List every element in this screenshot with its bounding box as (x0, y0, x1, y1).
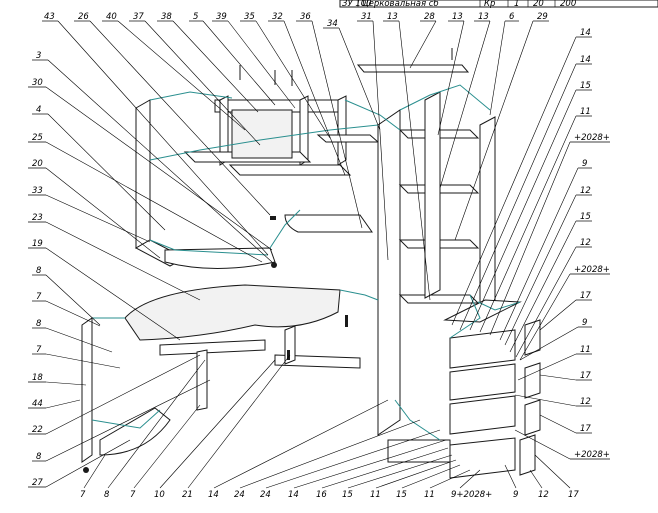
callout-b24b: 24 (260, 490, 271, 500)
callout-36: 36 (300, 12, 311, 22)
header-cell-5: 20 (533, 0, 544, 9)
callout-b24a: 24 (234, 490, 245, 500)
callout-28: 28 (424, 12, 435, 22)
header-cell-6: 200 (560, 0, 576, 9)
callout-7b: 7 (36, 345, 42, 355)
callout-12b: 12 (580, 238, 591, 248)
left-side-panel (134, 99, 187, 267)
callout-13a: 13 (387, 12, 398, 22)
callout-2028b: +2028+ (574, 265, 610, 275)
callout-32: 32 (272, 12, 283, 22)
callout-5: 5 (193, 12, 198, 22)
left-leg-panel (81, 317, 171, 463)
callout-15b: 15 (580, 212, 591, 222)
header-cell-2: Церковальная сб (362, 0, 439, 9)
callout-37: 37 (133, 12, 144, 22)
callout-2028c: +2028+ (574, 450, 610, 460)
callout-11b: 11 (580, 345, 591, 355)
callout-7a: 7 (36, 292, 42, 302)
callout-b9b: 9 (513, 490, 518, 500)
callout-b12: 12 (538, 490, 549, 500)
callout-17c: 17 (580, 424, 591, 434)
callout-3: 3 (36, 51, 41, 61)
callout-b8: 8 (104, 490, 110, 500)
callout-20: 20 (32, 159, 43, 169)
callout-4: 4 (36, 105, 41, 115)
callout-38: 38 (161, 12, 172, 22)
callout-13c: 13 (478, 12, 489, 22)
callout-31: 31 (361, 12, 372, 22)
header-cell-3: Кр (484, 0, 495, 9)
callout-26: 26 (78, 12, 89, 22)
callout-43: 43 (44, 12, 55, 22)
callout-labels: 43 26 40 37 38 5 39 35 32 36 34 31 13 28… (28, 12, 610, 500)
callout-15a: 15 (580, 81, 591, 91)
callout-11a: 11 (580, 107, 591, 117)
upper-shelf-unit (183, 95, 380, 176)
callout-39: 39 (216, 12, 227, 22)
callout-b11b: 11 (424, 490, 435, 500)
header-cell-4: 1 (514, 0, 519, 9)
header-cell-1: ЗУ 100 (342, 0, 372, 9)
callout-29: 29 (537, 12, 548, 22)
callout-18: 18 (32, 373, 43, 383)
callout-14a: 14 (580, 28, 591, 38)
callout-12c: 12 (580, 397, 591, 407)
callout-27: 27 (32, 478, 43, 488)
callout-40: 40 (106, 12, 117, 22)
callout-2028a: +2028+ (574, 133, 610, 143)
callout-19: 19 (32, 239, 43, 249)
callout-b15b: 15 (396, 490, 407, 500)
callout-30: 30 (32, 78, 43, 88)
callout-b9: 9+2028+ (451, 490, 492, 500)
callout-b10: 10 (154, 490, 165, 500)
callout-14b: 14 (580, 55, 591, 65)
callout-b14: 14 (208, 490, 219, 500)
callout-b14b: 14 (288, 490, 299, 500)
callout-b7b: 7 (130, 490, 136, 500)
title-block-fragment: ЗУ 100 Церковальная сб Кр 1 20 200 (339, 0, 658, 9)
callout-8b: 8 (36, 319, 42, 329)
callout-35: 35 (244, 12, 255, 22)
callout-33: 33 (32, 186, 43, 196)
callout-12a: 12 (580, 186, 591, 196)
callout-44: 44 (32, 399, 43, 409)
drawer-pedestal (387, 299, 541, 479)
callout-13b: 13 (452, 12, 463, 22)
callout-25: 25 (32, 133, 43, 143)
callout-9b: 9 (582, 318, 587, 328)
callout-17a: 17 (580, 291, 591, 301)
assembly-lines (91, 84, 521, 441)
callout-b7: 7 (80, 490, 86, 500)
callout-17b: 17 (580, 371, 591, 381)
callout-9a: 9 (582, 159, 587, 169)
callout-8a: 8 (36, 266, 42, 276)
callout-34: 34 (327, 19, 338, 29)
callout-b15: 15 (342, 490, 353, 500)
callout-b11: 11 (370, 490, 381, 500)
corner-shelf (164, 214, 373, 269)
callout-b16: 16 (316, 490, 327, 500)
callout-8c: 8 (36, 452, 42, 462)
callout-b17: 17 (568, 490, 579, 500)
callout-22: 22 (32, 425, 43, 435)
callout-b21: 21 (182, 490, 193, 500)
callout-23: 23 (32, 213, 43, 223)
callout-6: 6 (509, 12, 515, 22)
desk-top (124, 284, 361, 411)
